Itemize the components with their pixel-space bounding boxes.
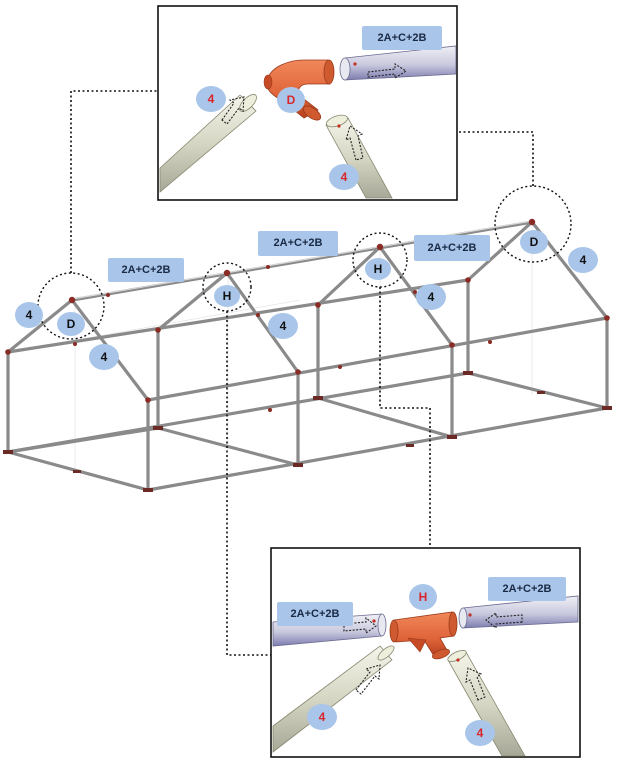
inset-top-leg-badge: 4	[329, 164, 359, 190]
inset-bottom-right-diagonal-tube	[447, 650, 526, 757]
inset-top-leg-badge: 4	[196, 86, 226, 112]
svg-text:2A+C+2B: 2A+C+2B	[378, 32, 427, 44]
frame-feet	[3, 371, 612, 492]
svg-text:4: 4	[580, 253, 587, 267]
vertical-legs	[6, 278, 609, 492]
inset-top-segment-label: 2A+C+2B	[362, 26, 442, 50]
main-frame	[3, 218, 612, 492]
svg-text:4: 4	[26, 308, 33, 322]
inset-bottom-connector-h	[389, 611, 458, 660]
svg-text:2A+C+2B: 2A+C+2B	[291, 608, 340, 620]
svg-text:H: H	[419, 590, 428, 604]
svg-text:4: 4	[280, 319, 287, 333]
segment-label-text: 2A+C+2B	[274, 237, 323, 249]
inset-bottom-segment-label-right: 2A+C+2B	[488, 577, 566, 601]
leg-badge: 4	[568, 247, 598, 273]
inset-bottom-leg-badge: 4	[307, 704, 337, 730]
inset-bottom-middle-connector: 2A+C+2B 2A+C+2B H 4 4	[270, 547, 581, 758]
inset-bottom-left-diagonal-tube	[272, 645, 395, 753]
svg-text:D: D	[287, 93, 296, 107]
segment-label: 2A+C+2B	[258, 231, 338, 256]
segment-label-text: 2A+C+2B	[122, 264, 171, 276]
leg-badge: 4	[268, 313, 298, 339]
leg-badge: 4	[416, 284, 446, 310]
connector-badge-d: D	[57, 312, 85, 336]
svg-text:H: H	[223, 289, 232, 303]
connector-badge-d: D	[520, 230, 548, 254]
frame-joints	[5, 218, 610, 412]
segment-label: 2A+C+2B	[414, 235, 490, 261]
svg-text:2A+C+2B: 2A+C+2B	[503, 583, 552, 595]
leg-badge: 4	[15, 302, 43, 328]
svg-text:4: 4	[477, 726, 484, 740]
inset-bottom-connector-badge-h: H	[409, 584, 437, 610]
inset-top-vertical-tube	[325, 114, 393, 199]
svg-text:4: 4	[208, 92, 215, 106]
inset-bottom-right-tube	[458, 595, 579, 630]
leader-lines	[70, 90, 534, 656]
inset-bottom-segment-label-left: 2A+C+2B	[277, 602, 353, 626]
inset-bottom-leg-badge: 4	[465, 720, 495, 746]
svg-text:4: 4	[341, 170, 348, 184]
connector-badge-h: H	[214, 285, 240, 307]
svg-text:4: 4	[319, 710, 326, 724]
segment-label: 2A+C+2B	[108, 258, 184, 282]
inset-top-diagonal-tube	[159, 94, 257, 193]
inset-top-corner-connector: 2A+C+2B D 4 4	[157, 5, 458, 201]
svg-text:4: 4	[101, 350, 108, 364]
connector-badge-h: H	[365, 258, 391, 280]
inset-top-connector-badge-d: D	[277, 87, 305, 113]
segment-label-text: 2A+C+2B	[428, 242, 477, 254]
svg-text:D: D	[530, 235, 539, 249]
svg-text:D: D	[67, 317, 76, 331]
svg-text:4: 4	[428, 290, 435, 304]
leg-badge: 4	[89, 344, 119, 370]
svg-text:H: H	[374, 262, 383, 276]
